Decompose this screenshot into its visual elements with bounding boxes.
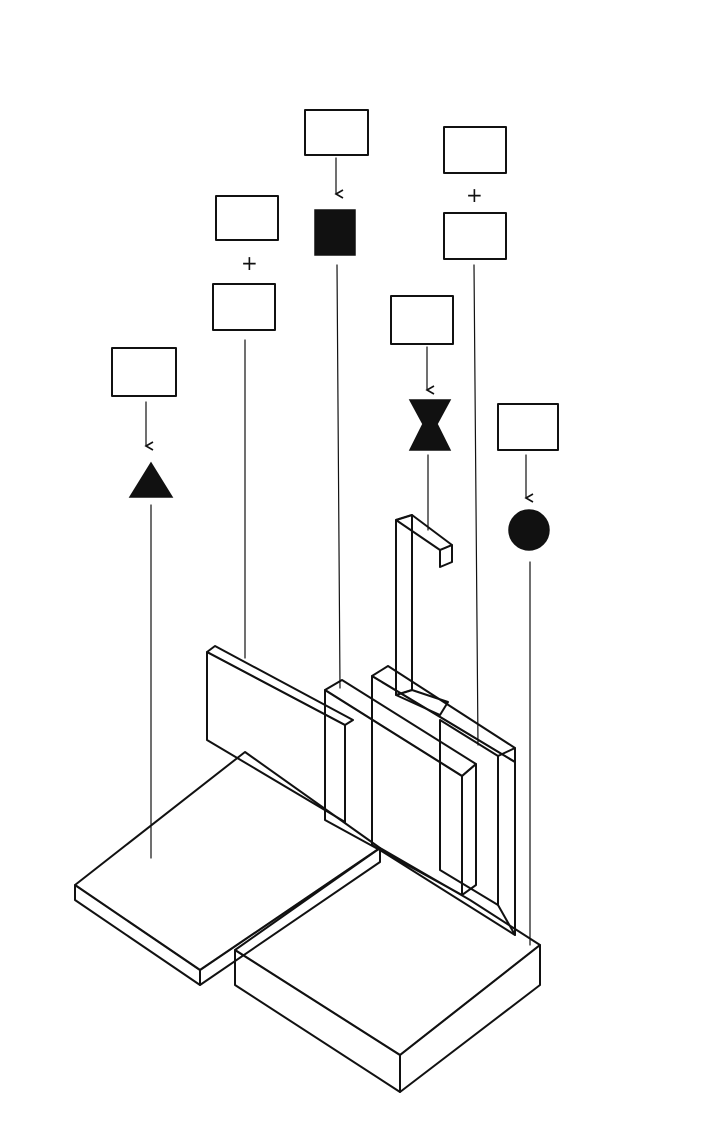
- grid-wall: [324, 679, 477, 896]
- plus-sign: +: [241, 251, 258, 275]
- legend-dots-herringbone-group: +: [443, 126, 507, 260]
- brick-wall: [371, 665, 516, 936]
- dashed-pattern-swatch: [390, 295, 454, 345]
- legend-dashed-hourglass-group: [390, 295, 454, 451]
- dots-pattern-swatch: [443, 126, 507, 174]
- grid-post: [395, 514, 453, 716]
- gravel-base: [234, 847, 541, 1093]
- filled-square-icon: [314, 209, 356, 256]
- triangle-icon: [128, 461, 174, 498]
- leader-line-brick: [473, 264, 479, 746]
- hourglass-icon: [408, 399, 452, 451]
- dashed-panel: [206, 645, 354, 823]
- legend-crosses-circle-group: [497, 403, 559, 551]
- legend-lines-solid-group: [304, 109, 369, 256]
- leader-line-grid-wall: [336, 264, 341, 689]
- herringbone-pattern-swatch: [212, 283, 276, 331]
- grid-pattern-swatch: [111, 347, 177, 397]
- lines-pattern-swatch: [215, 195, 279, 241]
- herringbone-pattern-swatch: [443, 212, 507, 260]
- crosses-pattern-swatch: [497, 403, 559, 451]
- plus-sign: +: [466, 183, 483, 207]
- filled-circle-icon: [508, 509, 550, 551]
- lines-pattern-swatch: [304, 109, 369, 156]
- legend-lines-herringbone-group: +: [212, 195, 279, 331]
- leader-lines: [150, 264, 531, 946]
- wood-deck: [74, 751, 381, 986]
- legend-grid-group: [111, 347, 177, 498]
